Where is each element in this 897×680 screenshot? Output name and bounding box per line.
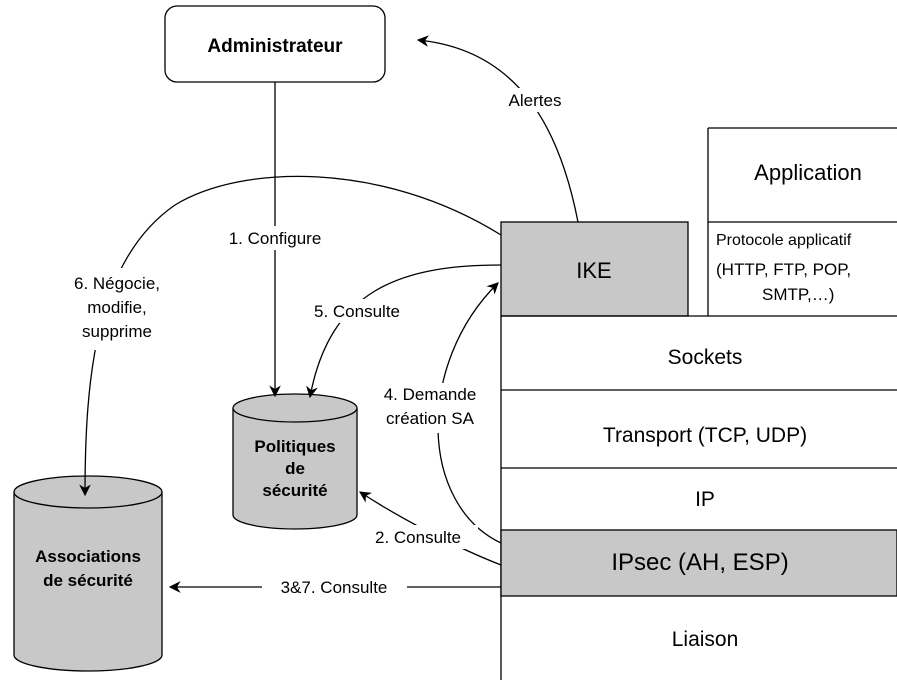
label-negocie-line1: 6. Négocie, xyxy=(74,274,160,293)
application-block: Application Protocole applicatif (HTTP, … xyxy=(707,127,897,316)
protocole-line1: (HTTP, FTP, POP, xyxy=(716,260,851,279)
edge-labels: Alertes 1. Configure 6. Négocie, modifie… xyxy=(50,88,573,598)
application-label: Application xyxy=(754,160,862,185)
associations-database: Associations de sécurité xyxy=(13,475,163,672)
label-consulte2: 2. Consulte xyxy=(375,528,461,547)
politiques-database: Politiques de sécurité xyxy=(232,393,358,530)
label-demande-line2: création SA xyxy=(386,409,475,428)
protocole-line2: SMTP,…) xyxy=(762,285,834,304)
label-negocie-line3: supprime xyxy=(82,322,152,341)
edge-consulte5 xyxy=(306,264,502,399)
ipsec-label: IPsec (AH, ESP) xyxy=(611,549,788,576)
associations-line1: Associations xyxy=(35,547,141,566)
ip-label: IP xyxy=(695,488,715,511)
edge-negocie xyxy=(79,175,502,497)
administrateur-label: Administrateur xyxy=(207,36,343,57)
protocol-stack: Sockets Transport (TCP, UDP) IP IPsec (A… xyxy=(500,315,897,680)
politiques-line3: sécurité xyxy=(262,481,327,500)
label-negocie-line2: modifie, xyxy=(87,298,147,317)
ike-label: IKE xyxy=(576,258,611,283)
administrateur-node: Administrateur xyxy=(164,5,386,83)
label-configure: 1. Configure xyxy=(229,229,322,248)
transport-label: Transport (TCP, UDP) xyxy=(603,424,807,447)
label-consulte37: 3&7. Consulte xyxy=(281,578,388,597)
label-alertes: Alertes xyxy=(509,91,562,110)
edge-alertes xyxy=(416,35,579,223)
ike-node: IKE xyxy=(500,221,689,317)
protocole-title: Protocole applicatif xyxy=(716,232,852,249)
label-demande-line1: 4. Demande xyxy=(384,385,477,404)
liaison-label: Liaison xyxy=(672,628,739,651)
sockets-label: Sockets xyxy=(668,346,743,369)
politiques-line1: Politiques xyxy=(254,437,335,456)
associations-line2: de sécurité xyxy=(43,571,133,590)
politiques-line2: de xyxy=(285,459,305,478)
label-consulte5: 5. Consulte xyxy=(314,302,400,321)
